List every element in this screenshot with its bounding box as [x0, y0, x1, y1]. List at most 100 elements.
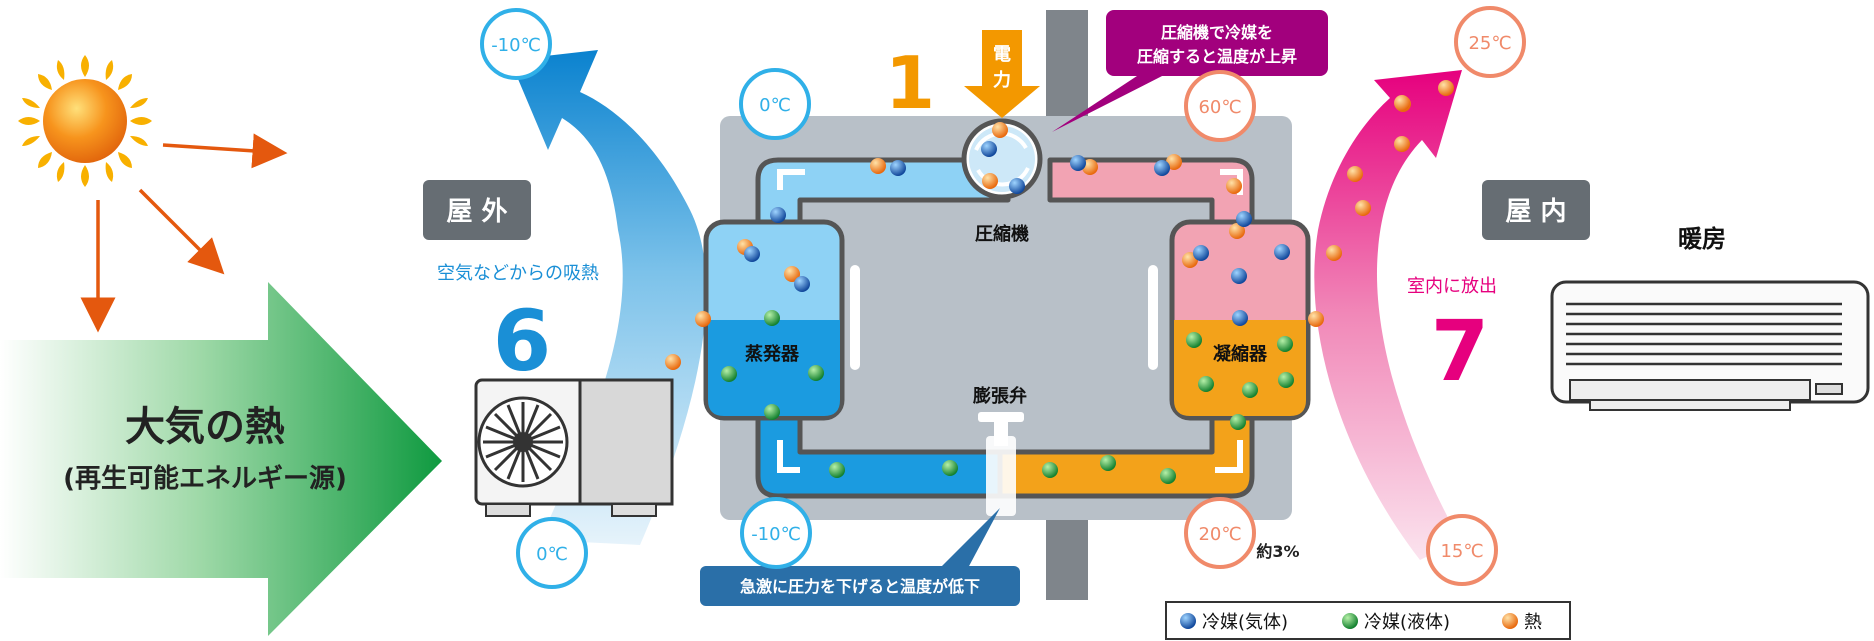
gas-refrigerant-particle [1154, 160, 1170, 176]
callout-top-line1: 圧縮機で冷媒を [1161, 23, 1273, 42]
svg-text:-10℃: -10℃ [751, 524, 801, 545]
rotation-arrow [976, 167, 1030, 187]
heat-particle [1166, 154, 1182, 170]
inside-badge [1482, 180, 1590, 240]
power-label-2: 力 [993, 70, 1011, 91]
gas-refrigerant-particle [981, 141, 997, 157]
indoor-air-conditioner-icon [1550, 280, 1870, 411]
legend-gas-label: 冷媒(気体) [1202, 612, 1288, 633]
expansion-callout [700, 566, 1020, 606]
liquid-refrigerant-particle [1278, 372, 1294, 388]
gas-refrigerant-particle [1274, 244, 1290, 260]
power-value: 1 [885, 41, 935, 125]
gas-refrigerant-particle [1232, 310, 1248, 326]
heat-pump-unit [720, 116, 1292, 520]
heat-particle [1394, 136, 1410, 152]
liquid-refrigerant-particle [1230, 414, 1246, 430]
heat-particle [982, 173, 998, 189]
svg-text:-10℃: -10℃ [491, 35, 541, 56]
absorb-value: 6 [493, 292, 551, 390]
atmospheric-heat-arrow [0, 282, 442, 636]
expansion-valve-label: 膨張弁 [972, 385, 1027, 407]
heat-particle [870, 158, 886, 174]
loss-note: 約3% [1256, 542, 1299, 561]
outside-badge [423, 180, 531, 240]
temp-circle-loop-bottom-left: -10℃ [740, 497, 812, 569]
heat-particle [1308, 311, 1324, 327]
gas-refrigerant-particle [1070, 155, 1086, 171]
divider-decoration [850, 265, 1158, 370]
liquid-refrigerant-particle [1186, 332, 1202, 348]
big-arrow-title: 大気の熱 [125, 404, 285, 450]
legend-liquid-dot [1342, 613, 1358, 629]
gas-refrigerant-particle [1231, 268, 1247, 284]
heating-label: 暖房 [1678, 225, 1726, 253]
liquid-refrigerant-particle [721, 366, 737, 382]
legend-heat-dot [1502, 613, 1518, 629]
temp-circle-loop-top-left: 0℃ [739, 68, 811, 140]
temp-circle-out-bottom: 0℃ [516, 517, 588, 589]
legend-liquid-label: 冷媒(液体) [1364, 612, 1450, 633]
release-value: 7 [1431, 302, 1489, 400]
liquid-refrigerant-particle [1160, 468, 1176, 484]
liquid-refrigerant-particle [942, 460, 958, 476]
gas-refrigerant-particle [770, 207, 786, 223]
release-caption: 室内に放出 [1407, 276, 1497, 297]
outdoor-unit-icon [474, 378, 674, 517]
liquid-refrigerant-particle [1198, 376, 1214, 392]
heat-particle [1394, 95, 1410, 111]
pipe-top-left [755, 157, 1011, 233]
particles [665, 80, 1454, 484]
evaporator-label: 蒸発器 [745, 343, 800, 365]
svg-text:15℃: 15℃ [1440, 541, 1483, 562]
svg-text:60℃: 60℃ [1198, 97, 1241, 118]
absorb-caption: 空気などからの吸熱 [437, 263, 599, 284]
liquid-refrigerant-particle [1277, 336, 1293, 352]
outside-label: 屋 外 [446, 197, 507, 227]
gas-refrigerant-particle [890, 160, 906, 176]
legend-gas-dot [1180, 613, 1196, 629]
liquid-refrigerant-particle [1042, 462, 1058, 478]
inside-label: 屋 内 [1505, 197, 1566, 227]
heat-particle [1226, 178, 1242, 194]
sun-ray-arrow [138, 188, 225, 275]
callout-pointer [940, 508, 1000, 568]
liquid-refrigerant-particle [1100, 455, 1116, 471]
sun-ray-arrow [162, 133, 288, 169]
heat-particle [1355, 200, 1371, 216]
svg-text:20℃: 20℃ [1198, 524, 1241, 545]
liquid-refrigerant-particle [829, 462, 845, 478]
gas-refrigerant-particle [794, 276, 810, 292]
heat-particle [784, 266, 800, 282]
big-arrow-subtitle: (再生可能エネルギー源) [63, 463, 347, 494]
compression-callout [1106, 10, 1328, 76]
gas-refrigerant-particle [744, 246, 760, 262]
pipe-bottom-left [755, 407, 1003, 499]
heat-particle [1326, 245, 1342, 261]
heat-particle [1347, 166, 1363, 182]
callout-bottom-text: 急激に圧力を下げると温度が低下 [740, 577, 980, 596]
gas-refrigerant-particle [1009, 178, 1025, 194]
temp-circle-out-top: -10℃ [480, 8, 552, 80]
temp-circle-loop-top-right: 60℃ [1184, 70, 1256, 142]
svg-text:0℃: 0℃ [536, 544, 568, 565]
temp-circle-in-bottom: 15℃ [1426, 514, 1498, 586]
sun-icon [18, 55, 152, 187]
svg-text:0℃: 0℃ [759, 95, 791, 116]
gas-refrigerant-particle [1236, 211, 1252, 227]
svg-text:25℃: 25℃ [1468, 33, 1511, 54]
liquid-refrigerant-particle [808, 365, 824, 381]
heat-particle [1438, 80, 1454, 96]
heat-particle [665, 354, 681, 370]
liquid-refrigerant-particle [764, 404, 780, 420]
evaporator-liquid [708, 320, 840, 416]
condenser-liquid [1174, 320, 1306, 416]
legend-heat-label: 熱 [1524, 612, 1542, 633]
callout-top-line2: 圧縮すると温度が上昇 [1137, 47, 1297, 66]
expansion-valve-icon [978, 412, 1024, 516]
gas-refrigerant-particle [1193, 245, 1209, 261]
heat-particle [695, 311, 711, 327]
heat-particle [992, 122, 1008, 138]
temp-circle-loop-bottom-right: 20℃ [1184, 497, 1256, 569]
